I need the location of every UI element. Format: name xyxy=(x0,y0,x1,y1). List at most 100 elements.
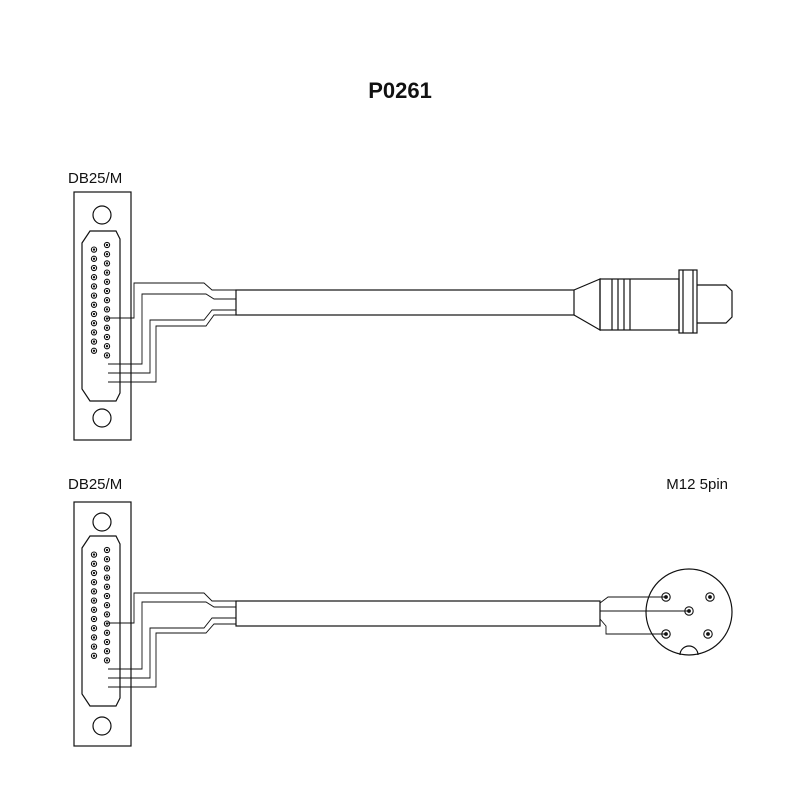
db25-pin-contact xyxy=(105,567,109,570)
db25-pin-array xyxy=(90,546,111,664)
db25-pin xyxy=(103,611,111,618)
db25-pin-contact xyxy=(105,335,109,339)
db25-pin-contact xyxy=(105,308,109,311)
db25-pin xyxy=(103,556,111,563)
db25-pin xyxy=(90,652,98,659)
db25-pin-contact xyxy=(105,640,109,644)
db25-pin xyxy=(103,287,111,295)
db25-flange xyxy=(73,191,132,441)
db25-pin-contact xyxy=(92,276,96,279)
conductor xyxy=(108,601,236,670)
db25-pin-contact xyxy=(92,553,96,556)
db25-pin xyxy=(90,569,98,577)
conductor xyxy=(599,618,666,635)
conductor xyxy=(108,623,236,688)
db25-pin xyxy=(90,310,98,318)
db25-pin xyxy=(103,352,111,359)
db25-pin xyxy=(90,606,98,613)
db25-pin-contact xyxy=(92,303,96,306)
db25-mounting-hole-bottom xyxy=(92,408,112,428)
m12-pin-contact xyxy=(664,595,668,599)
db25-pin xyxy=(90,560,98,567)
m12-pin-contact xyxy=(708,595,712,599)
db25-pin-contact xyxy=(92,590,96,593)
db25-pin-contact xyxy=(92,562,96,565)
m12-pin xyxy=(684,606,694,616)
db25-pin-contact xyxy=(105,650,109,653)
m12-pin xyxy=(661,629,671,639)
db25-pin-contact xyxy=(92,617,96,621)
diagram-title: P0261 xyxy=(368,78,432,103)
db25-pin-contact xyxy=(105,253,109,256)
db25-pin xyxy=(90,338,98,345)
db25-pin-contact xyxy=(92,266,96,270)
bottom-right-connector-label: M12 5pin xyxy=(666,476,728,493)
m12-5pin-face-view xyxy=(645,568,733,656)
db25-pin xyxy=(103,251,111,258)
top-db25-connector xyxy=(73,191,132,441)
db25-pin-contact xyxy=(105,659,109,662)
db25-pin xyxy=(103,241,111,249)
conductor xyxy=(108,282,236,319)
db25-pin-contact xyxy=(105,289,109,293)
db25-pin xyxy=(103,324,111,331)
m12-pin xyxy=(703,629,713,639)
db25-pin-contact xyxy=(105,604,109,607)
conductor xyxy=(108,314,236,383)
top-left-connector-label: DB25/M xyxy=(68,170,122,187)
db25-pin-contact xyxy=(92,331,96,334)
db25-pin xyxy=(90,255,98,262)
db25-pin xyxy=(103,638,111,646)
db25-pin-contact xyxy=(105,243,109,247)
bottom-cable-assembly: DB25/M M12 5pin xyxy=(68,476,733,747)
db25-pin xyxy=(103,343,111,350)
db25-pin-array xyxy=(90,241,111,359)
db25-pin-contact xyxy=(105,280,109,283)
db25-mounting-hole-bottom xyxy=(92,716,112,736)
db25-pin xyxy=(103,546,111,554)
db25-pin-contact xyxy=(92,581,96,584)
top-m12-connector-side-view xyxy=(573,269,733,334)
db25-pin-contact xyxy=(92,571,96,575)
db25-pin-contact xyxy=(92,654,96,657)
db25-mounting-hole-top xyxy=(92,512,112,532)
db25-pin-contact xyxy=(92,257,96,260)
db25-shell xyxy=(81,535,121,707)
db25-pin-contact xyxy=(105,354,109,357)
db25-pin-contact xyxy=(105,271,109,274)
db25-pin-contact xyxy=(105,317,109,320)
db25-pin xyxy=(90,329,98,336)
db25-pin-contact xyxy=(105,299,109,302)
db25-pin-contact xyxy=(92,285,96,288)
db25-pin xyxy=(90,246,98,253)
db25-pin-contact xyxy=(105,585,109,588)
db25-pin xyxy=(90,634,98,641)
db25-pin xyxy=(90,643,98,650)
m12-face-outline xyxy=(645,568,733,656)
conductor xyxy=(108,293,236,365)
db25-pin-contact xyxy=(92,322,96,325)
db25-pin xyxy=(103,574,111,581)
db25-pin xyxy=(103,583,111,590)
conductor xyxy=(108,309,236,374)
db25-pin xyxy=(90,264,98,272)
db25-pin-contact xyxy=(105,548,109,552)
db25-pin-contact xyxy=(105,622,109,625)
db25-pin xyxy=(90,347,98,354)
db25-pin xyxy=(103,602,111,609)
connector-boot-taper xyxy=(573,278,601,332)
db25-pin xyxy=(103,648,111,655)
db25-pin-contact xyxy=(92,599,96,602)
db25-pin xyxy=(103,592,111,600)
db25-pin xyxy=(103,333,111,341)
db25-pin-contact xyxy=(92,627,96,630)
db25-pin-contact xyxy=(105,594,109,598)
db25-pin xyxy=(90,588,98,595)
db25-pin-contact xyxy=(105,345,109,348)
db25-pin-contact xyxy=(105,631,109,634)
db25-pin xyxy=(90,283,98,290)
db25-pin-contact xyxy=(105,613,109,616)
db25-pin xyxy=(90,597,98,604)
db25-pin-contact xyxy=(105,326,109,329)
bottom-db25-connector xyxy=(73,501,132,747)
